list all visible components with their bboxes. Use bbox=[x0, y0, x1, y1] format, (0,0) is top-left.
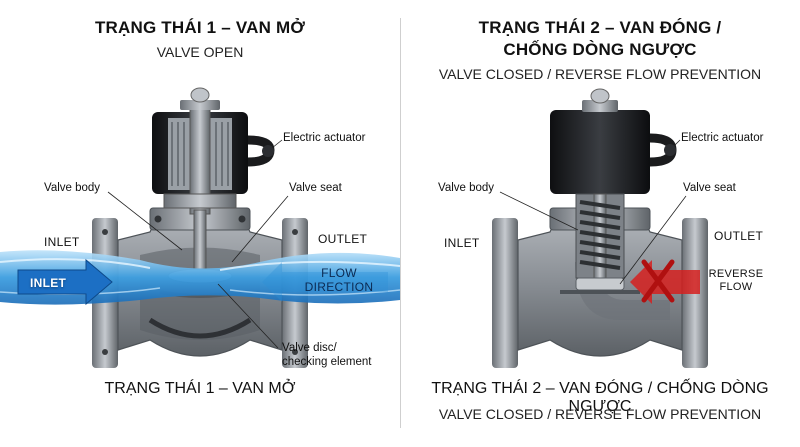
panel-divider bbox=[400, 18, 401, 428]
label-valve-seat: Valve seat bbox=[289, 182, 342, 194]
reverse-flow-blocked-icon bbox=[630, 259, 700, 304]
open-valve-illustration bbox=[0, 87, 400, 368]
return-spring bbox=[579, 200, 621, 270]
label-outlet: OUTLET bbox=[714, 229, 764, 243]
label-valve-disc: Valve disc/ checking element bbox=[282, 342, 372, 368]
valve-disc bbox=[575, 277, 625, 291]
electric-actuator bbox=[152, 87, 275, 215]
label-inlet-top: INLET bbox=[44, 235, 80, 249]
electric-actuator bbox=[550, 88, 677, 194]
label-electric-actuator: Electric actuator bbox=[681, 132, 764, 144]
closed-valve-illustration bbox=[492, 88, 708, 368]
label-valve-body: Valve body bbox=[438, 182, 495, 194]
inlet-flange bbox=[492, 218, 518, 368]
label-outlet: OUTLET bbox=[318, 232, 368, 246]
right-title-line1: TRẠNG THÁI 2 – VAN ĐÓNG / bbox=[478, 18, 722, 37]
label-inlet: INLET bbox=[444, 236, 480, 250]
label-inlet-arrow: INLET bbox=[30, 276, 67, 290]
right-caption-line2: VALVE CLOSED / REVERSE FLOW PREVENTION bbox=[438, 406, 762, 422]
right-subtitle: VALVE CLOSED / REVERSE FLOW PREVENTION bbox=[438, 66, 762, 82]
left-title: TRẠNG THÁI 1 – VAN MỞ bbox=[94, 18, 306, 37]
right-caption-line1: TRẠNG THÁI 2 – VAN ĐÓNG / CHỐNG DÒNG NGƯ… bbox=[431, 380, 769, 415]
panel-valve-closed: TRẠNG THÁI 2 – VAN ĐÓNG / CHỐNG DÒNG NGƯ… bbox=[400, 0, 800, 447]
flow-direction-arrow bbox=[262, 262, 388, 302]
label-valve-seat: Valve seat bbox=[683, 182, 736, 194]
left-caption: TRẠNG THÁI 1 – VAN MỞ bbox=[104, 380, 296, 397]
right-title-line2: CHỐNG DÒNG NGƯỢC bbox=[503, 40, 697, 59]
label-flow-direction: FLOW DIRECTION bbox=[304, 266, 374, 294]
left-subtitle: VALVE OPEN bbox=[156, 44, 244, 60]
leader-lines bbox=[107, 139, 289, 349]
label-reverse-flow: REVERSE FLOW bbox=[708, 268, 764, 293]
panel-valve-open: TRẠNG THÁI 1 – VAN MỞ VALVE OPEN bbox=[0, 18, 400, 397]
inlet-arrow bbox=[17, 258, 113, 306]
leader-lines bbox=[499, 139, 687, 285]
label-valve-body: Valve body bbox=[44, 182, 101, 194]
label-electric-actuator: Electric actuator bbox=[283, 132, 366, 144]
